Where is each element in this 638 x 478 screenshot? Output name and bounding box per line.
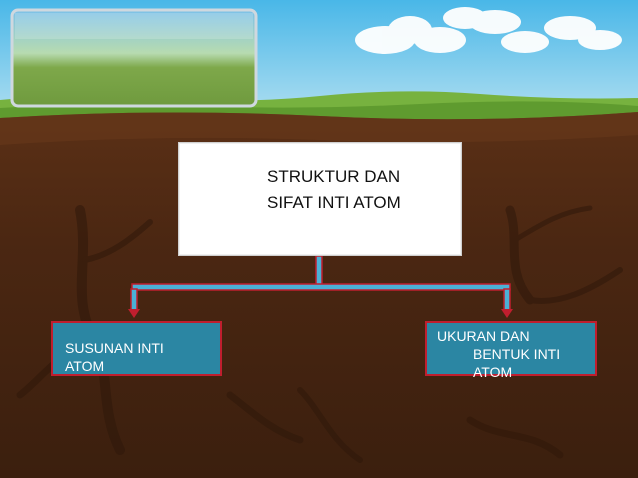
- child-node-2-line-2: BENTUK INTI: [473, 346, 561, 362]
- cloud-icon: [355, 7, 622, 54]
- child-node-2-line-3: ATOM: [473, 364, 513, 380]
- child-node-2-line-1: UKURAN DAN: [437, 328, 530, 344]
- root-node-line-2: SIFAT INTI ATOM: [267, 193, 401, 212]
- child-node-1-line-2: ATOM: [65, 358, 105, 374]
- root-node-struktur-dan-sifat-inti-atom: STRUKTUR DAN SIFAT INTI ATOM: [178, 142, 462, 256]
- root-node-line-1: STRUKTUR DAN: [267, 167, 401, 186]
- child-node-1-line-1: SUSUNAN INTI: [65, 340, 164, 356]
- connector-lines: [128, 255, 513, 318]
- picture-panel: [10, 8, 258, 108]
- earth: [0, 112, 638, 478]
- child-node-susunan-inti-atom: SUSUNAN INTI ATOM: [51, 321, 222, 376]
- child-node-ukuran-dan-bentuk-inti-atom: UKURAN DAN BENTUK INTI ATOM: [425, 321, 597, 380]
